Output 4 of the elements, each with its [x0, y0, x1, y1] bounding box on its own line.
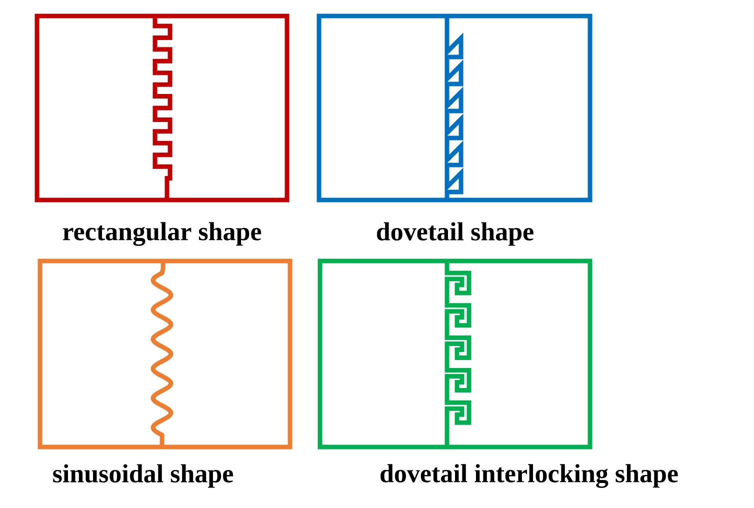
- panel-caption: dovetail shape: [376, 222, 534, 246]
- panel-caption: dovetail interlocking shape: [380, 464, 678, 488]
- panel-caption: rectangular shape: [62, 222, 262, 246]
- panel-caption: sinusoidal shape: [53, 464, 233, 488]
